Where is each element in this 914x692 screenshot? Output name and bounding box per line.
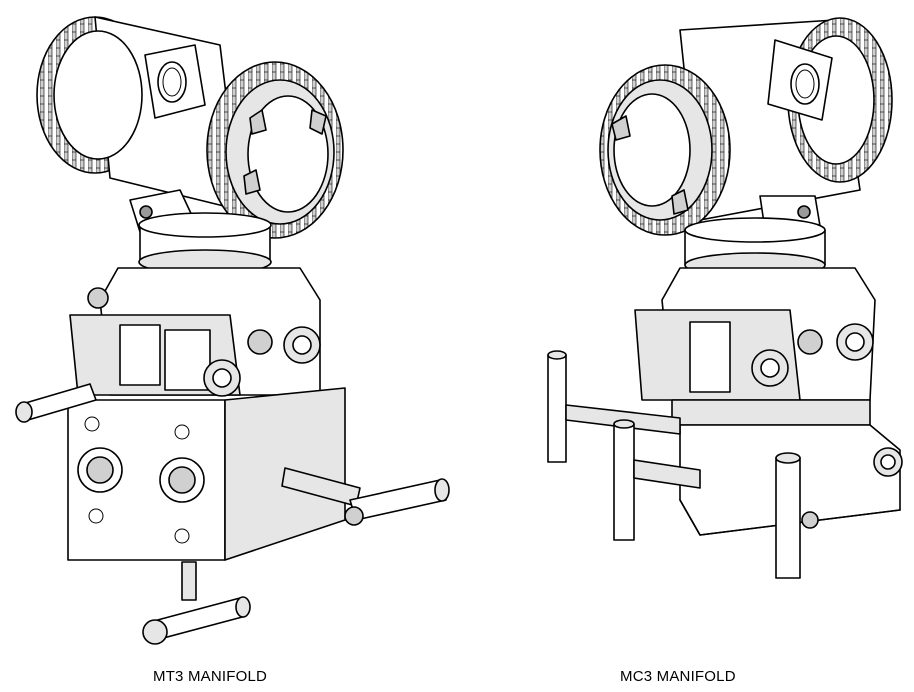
mt3-manifold-caption: MT3 MANIFOLD (153, 668, 268, 685)
mt3-manifold-assembly (15, 16, 450, 645)
transmitter-neck-right (684, 217, 826, 278)
sensor-body-right (634, 267, 876, 401)
mc3-valve-handles (547, 350, 819, 579)
transmitter-housing-left (36, 16, 344, 239)
mc3-manifold-assembly (547, 17, 903, 579)
sensor-body-left (69, 267, 321, 397)
mt3-valve-handles (15, 383, 450, 645)
transmitter-housing-right (599, 17, 893, 236)
transmitter-neck-left (138, 212, 272, 275)
mc3-manifold-caption: MC3 MANIFOLD (620, 668, 736, 685)
